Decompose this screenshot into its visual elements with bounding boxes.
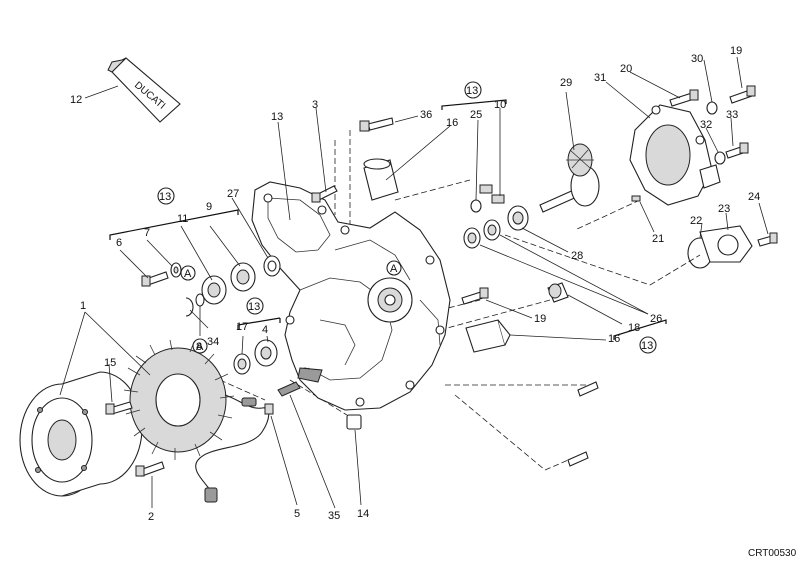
engine-cover — [251, 181, 451, 411]
callout-13-kit-left: 13 — [159, 191, 171, 203]
callout-3: 3 — [312, 99, 318, 111]
callout-24: 24 — [748, 191, 760, 203]
impeller-shaft — [539, 143, 600, 213]
callout-1: 1 — [80, 300, 86, 312]
callout-31: 31 — [594, 72, 606, 84]
callout-6: 6 — [116, 237, 122, 249]
callout-18: 18 — [628, 322, 640, 334]
callout-5: 5 — [294, 508, 300, 520]
callout-22: 22 — [690, 215, 702, 227]
marker-a-lower: A — [196, 341, 204, 353]
callout-19-right: 19 — [730, 45, 742, 57]
callout-12: 12 — [70, 94, 82, 106]
callout-9: 9 — [206, 201, 212, 213]
callout-28: 28 — [571, 250, 583, 262]
callout-33: 33 — [726, 109, 738, 121]
outlet-flange — [699, 225, 753, 263]
callout-14: 14 — [357, 508, 369, 520]
stator — [123, 339, 270, 503]
callout-26: 26 — [650, 313, 662, 325]
callout-21: 21 — [652, 233, 664, 245]
marker-a-cover: A — [390, 263, 398, 275]
callout-29: 29 — [560, 77, 572, 89]
generator-rotor — [19, 371, 143, 497]
reference-a-markers: A A A — [180, 260, 402, 354]
sealant-tube: DUCATI — [107, 57, 181, 123]
callout-16-top: 16 — [446, 117, 458, 129]
callout-13-kit-mid: 13 — [248, 301, 260, 313]
marker-a-left: A — [184, 268, 192, 280]
callout-numbers: 1 2 3 4 5 6 7 8 9 10 11 12 13 13 13 13 1… — [70, 45, 760, 523]
callout-32: 32 — [700, 119, 712, 131]
callout-13-cover: 13 — [271, 111, 283, 123]
callout-27: 27 — [227, 188, 239, 200]
callout-16-right: 16 — [608, 333, 620, 345]
bolts — [105, 85, 778, 477]
callout-36: 36 — [420, 109, 432, 121]
callout-13-kit-top: 13 — [466, 85, 478, 97]
callout-13-kit-right: 13 — [641, 340, 653, 352]
callout-7: 7 — [144, 227, 150, 239]
callout-17: 17 — [236, 321, 248, 333]
leader-lines — [59, 56, 769, 509]
drawing-code: CRT00530 — [748, 548, 797, 559]
water-pump-cover — [629, 104, 721, 206]
callout-15: 15 — [104, 357, 116, 369]
kit-brackets — [109, 81, 667, 354]
callout-34: 34 — [207, 336, 219, 348]
callout-8: 8 — [196, 341, 202, 353]
callout-30: 30 — [691, 53, 703, 65]
callout-4: 4 — [262, 324, 268, 336]
bearings-and-seals — [170, 101, 726, 430]
callout-19-center: 19 — [534, 313, 546, 325]
callout-11: 11 — [177, 213, 188, 225]
callout-2: 2 — [148, 511, 154, 523]
callout-35: 35 — [328, 510, 340, 522]
callout-10: 10 — [494, 99, 506, 111]
callout-20: 20 — [620, 63, 632, 75]
callout-25: 25 — [470, 109, 482, 121]
callout-23: 23 — [718, 203, 730, 215]
